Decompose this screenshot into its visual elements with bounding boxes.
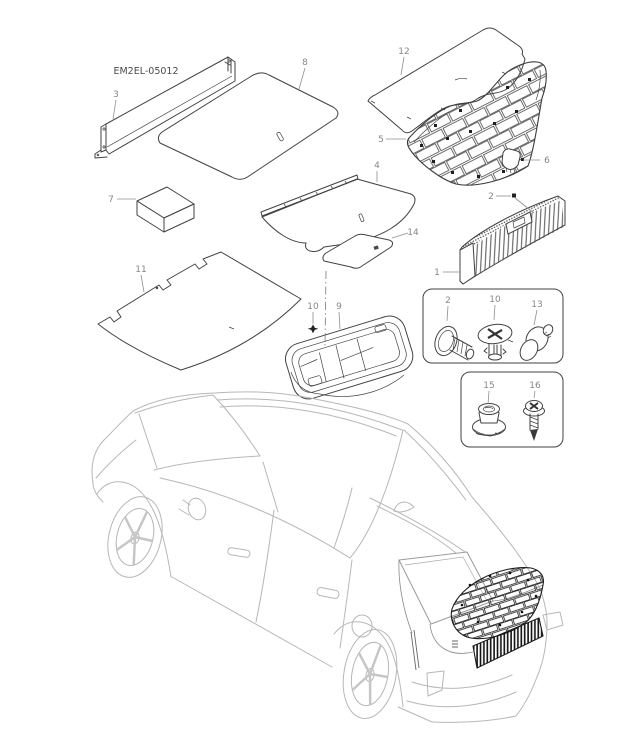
callout-part-8[interactable]: 8 xyxy=(302,58,308,68)
callout-part-3[interactable]: 3 xyxy=(113,90,119,100)
callout-part-6[interactable]: 6 xyxy=(544,156,550,166)
callout-box-part-16[interactable]: 16 xyxy=(529,381,541,391)
centerline xyxy=(324,270,327,347)
callout-part-14[interactable]: 14 xyxy=(407,228,419,238)
part-10-clip-drawing xyxy=(477,323,514,361)
part-6-cover-drawing xyxy=(501,148,521,174)
callout-part-1[interactable]: 1 xyxy=(434,268,440,278)
fastener-box-2 xyxy=(460,371,564,448)
installed-sill-trim xyxy=(472,617,544,669)
badge-mark xyxy=(452,640,458,648)
callout-part-2[interactable]: 2 xyxy=(488,192,494,202)
callout-part-12[interactable]: 12 xyxy=(398,47,409,57)
part-16-screw-drawing xyxy=(523,400,545,441)
rear-wheel xyxy=(342,628,398,720)
diagram-code: EM2EL-05012 xyxy=(113,66,178,77)
callout-box-part-2[interactable]: 2 xyxy=(445,296,451,306)
part-10-pin-drawing xyxy=(307,270,327,347)
callout-part-7[interactable]: 7 xyxy=(108,195,114,205)
left-taillight xyxy=(426,670,445,697)
callout-part-11[interactable]: 11 xyxy=(135,265,146,275)
part-1-sill-trim-drawing xyxy=(459,195,566,285)
callout-part-10[interactable]: 10 xyxy=(307,302,319,312)
part-13-rivet-drawing xyxy=(519,324,554,361)
trim-clips xyxy=(420,78,531,178)
installed-tailgate-trim xyxy=(450,567,544,640)
part-2-screw-drawing xyxy=(434,325,475,361)
callout-box-part-13[interactable]: 13 xyxy=(531,300,542,310)
part-2-screw-dot xyxy=(512,193,516,198)
part-15-flange-nut-drawing xyxy=(472,403,506,437)
part-7-foam-block-drawing xyxy=(136,186,195,233)
fastener-box-1 xyxy=(422,288,564,364)
part-14-small-mat-drawing xyxy=(322,233,394,269)
vehicle-illustration xyxy=(91,391,564,723)
callout-part-5[interactable]: 5 xyxy=(378,135,384,145)
callout-box-part-10[interactable]: 10 xyxy=(489,295,501,305)
part-3-partition-board-drawing xyxy=(94,56,236,159)
callout-part-9[interactable]: 9 xyxy=(336,302,342,312)
part-11-floor-carpet-drawing xyxy=(97,251,302,371)
callout-leaders xyxy=(112,56,540,405)
fuel-door xyxy=(351,614,373,638)
callout-labels: 3 8 12 5 6 2 1 7 4 14 11 10 9 2 10 13 15… xyxy=(108,47,550,391)
callout-box-part-15[interactable]: 15 xyxy=(483,381,494,391)
part-9-luggage-tray-drawing xyxy=(285,315,414,400)
callout-part-4[interactable]: 4 xyxy=(374,161,380,171)
side-mirror xyxy=(187,497,207,521)
roof-antenna xyxy=(393,501,415,513)
right-taillight xyxy=(542,611,564,631)
part-8-luggage-board-drawing xyxy=(157,72,339,180)
front-wheel xyxy=(107,496,163,578)
part-4-luggage-mat-drawing xyxy=(260,174,416,252)
